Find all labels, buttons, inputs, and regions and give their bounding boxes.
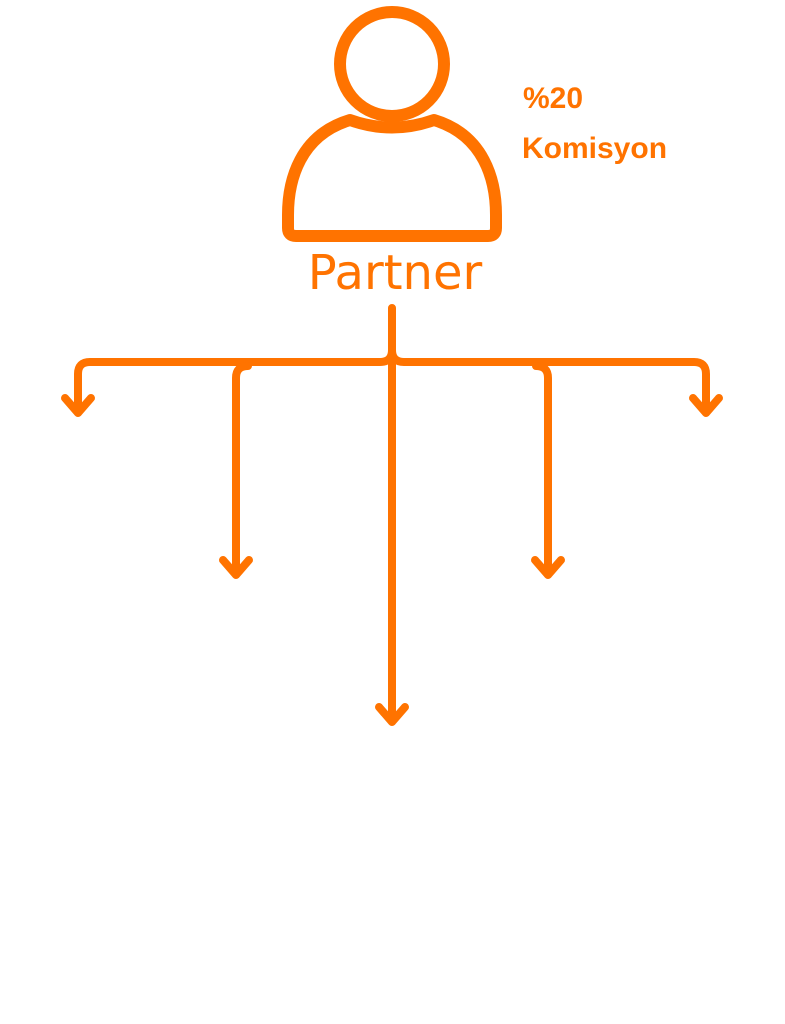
arrow-right: [531, 556, 565, 579]
person-icon: [282, 6, 502, 242]
commission-percent: %20: [523, 82, 583, 115]
arrow-left: [219, 556, 253, 579]
commission-label: Komisyon: [522, 132, 667, 165]
arrow-far-left: [61, 394, 95, 417]
arrow-far-right: [689, 394, 723, 417]
connector-lines: [74, 304, 710, 724]
arrow-center: [375, 703, 409, 726]
partner-label: Partner: [308, 245, 483, 301]
